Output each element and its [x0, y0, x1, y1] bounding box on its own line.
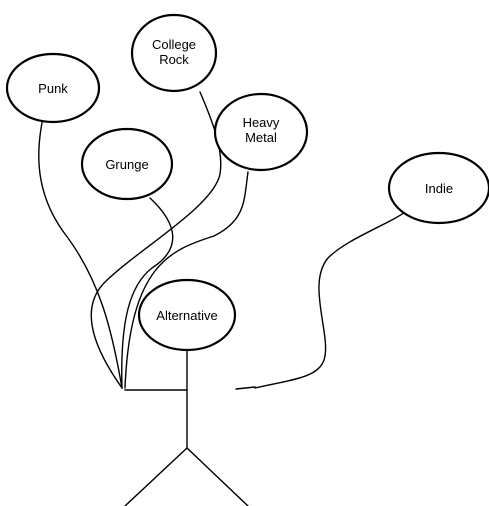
- bubble-grunge: Grunge: [80, 127, 174, 201]
- bubble-label-line: Metal: [245, 130, 277, 145]
- bubble-label-line: College: [152, 37, 196, 52]
- bubble-indie: Indie: [387, 151, 489, 225]
- bubble-label-line: Punk: [38, 81, 68, 96]
- bubble-label-line: Heavy: [243, 115, 280, 130]
- bubble-label-line: Alternative: [156, 308, 217, 323]
- bubble-heavy-metal: Heavy Metal: [213, 92, 309, 172]
- bubble-alternative: Alternative: [137, 278, 237, 352]
- connector-indie: [254, 209, 409, 389]
- connector-punk: [38, 117, 123, 389]
- bubble-punk: Punk: [5, 52, 101, 124]
- connector-heavy-metal: [124, 171, 249, 389]
- bubble-label-line: Rock: [159, 52, 189, 67]
- stick-figure: [124, 347, 256, 506]
- figure-leg-left: [124, 447, 188, 506]
- bubble-label-line: Indie: [425, 181, 453, 196]
- figure-arm-right: [235, 386, 256, 390]
- connector-grunge: [121, 197, 174, 389]
- figure-leg-right: [186, 447, 249, 506]
- bubble-college-rock: College Rock: [130, 13, 218, 93]
- bubble-label-line: Grunge: [105, 157, 148, 172]
